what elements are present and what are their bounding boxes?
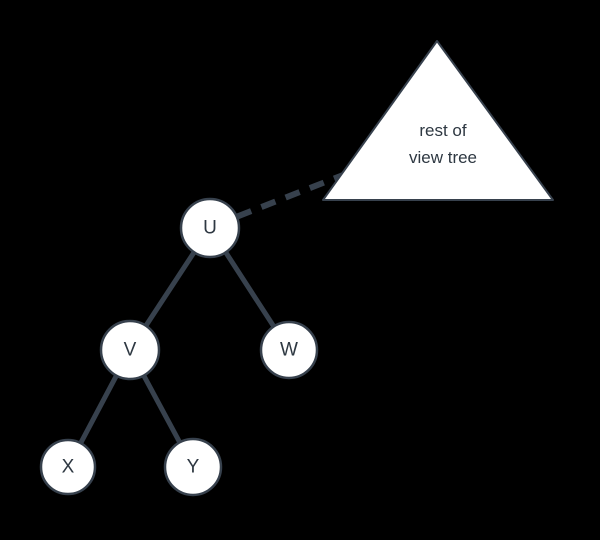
node-w-circle xyxy=(259,320,319,380)
rest-of-view-tree-triangle xyxy=(322,40,554,201)
rest-of-view-tree-label-line2: view tree xyxy=(409,148,477,167)
node-y-label: Y xyxy=(187,457,200,478)
node-v-label: V xyxy=(124,340,137,361)
node-x-label: X xyxy=(62,457,75,478)
node-u-label: U xyxy=(203,218,217,239)
node-x-circle xyxy=(39,438,97,496)
node-v-circle xyxy=(99,319,161,381)
node-y-circle xyxy=(163,437,223,497)
node-u-circle xyxy=(179,197,241,259)
rest-of-view-tree-label-line1: rest of xyxy=(419,121,467,140)
node-w-label: W xyxy=(280,340,298,361)
